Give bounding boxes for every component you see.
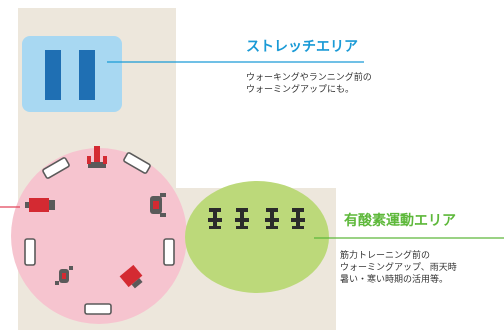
strength-machine-icon xyxy=(87,146,107,168)
exercise-bike-icon xyxy=(291,208,305,229)
stretch-area-desc-line: ウォーキングやランニング前の xyxy=(246,73,372,83)
stretch-mat-icon xyxy=(45,50,61,100)
aerobic-area-desc-line: 暑い・寒い時期の活用等。 xyxy=(340,275,449,285)
strength-machine-zone xyxy=(11,148,187,324)
exercise-bike-icon xyxy=(235,208,249,229)
strength-machine-icon xyxy=(150,193,166,217)
strength-machine-icon xyxy=(119,264,143,289)
aerobic-area-desc-line: ウォーミングアップ、雨天時 xyxy=(340,263,457,273)
exercise-bike-icon xyxy=(208,208,222,229)
bench-icon xyxy=(163,238,175,266)
aerobic-area-title: 有酸素運動エリア xyxy=(344,213,456,229)
strength-machine-icon xyxy=(25,198,55,212)
bench-icon xyxy=(84,303,112,315)
aerobic-zone xyxy=(185,181,329,293)
bench-icon xyxy=(123,152,151,174)
aerobic-area-desc-line: 筋力トレーニング前の xyxy=(340,251,431,261)
exercise-bike-icon xyxy=(265,208,279,229)
strength-machine-icon xyxy=(55,266,73,285)
aerobic-area-description: 筋力トレーニング前の ウォーミングアップ、雨天時 暑い・寒い時期の活用等。 xyxy=(340,250,457,286)
stretch-area-desc-line: ウォーミングアップにも。 xyxy=(246,85,355,95)
stretch-area-title: ストレッチエリア xyxy=(246,39,358,55)
bench-icon xyxy=(24,238,36,266)
stretch-zone xyxy=(22,36,122,112)
stretch-area-description: ウォーキングやランニング前の ウォーミングアップにも。 xyxy=(246,72,372,96)
bench-icon xyxy=(42,157,70,179)
stretch-mat-icon xyxy=(79,50,95,100)
